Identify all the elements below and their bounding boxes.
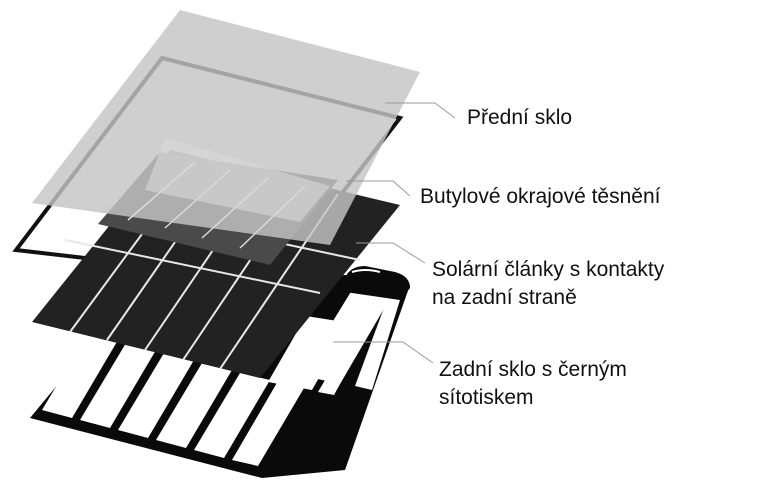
label-solar-cells-line-2: na zadní straně	[432, 286, 577, 309]
label-front-glass: Přední sklo	[467, 104, 572, 132]
label-solar-cells-line-1: Solární články s kontakty	[432, 258, 665, 281]
label-butyl-seal-line-1: Butylové okrajové těsnění	[420, 185, 661, 208]
front-glass-layer	[32, 10, 420, 245]
label-solar-cells: Solární články s kontakty na zadní stran…	[432, 256, 664, 312]
label-back-glass: Zadní sklo s černým sítotiskem	[439, 356, 627, 412]
leader-lines	[333, 102, 456, 364]
label-butyl-seal: Butylové okrajové těsnění	[420, 183, 660, 211]
cell-gaps-upper	[127, 161, 306, 249]
label-front-glass-line-1: Přední sklo	[467, 106, 573, 129]
label-back-glass-line-1: Zadní sklo s černým	[439, 358, 627, 381]
label-back-glass-line-2: sítotiskem	[439, 386, 534, 409]
